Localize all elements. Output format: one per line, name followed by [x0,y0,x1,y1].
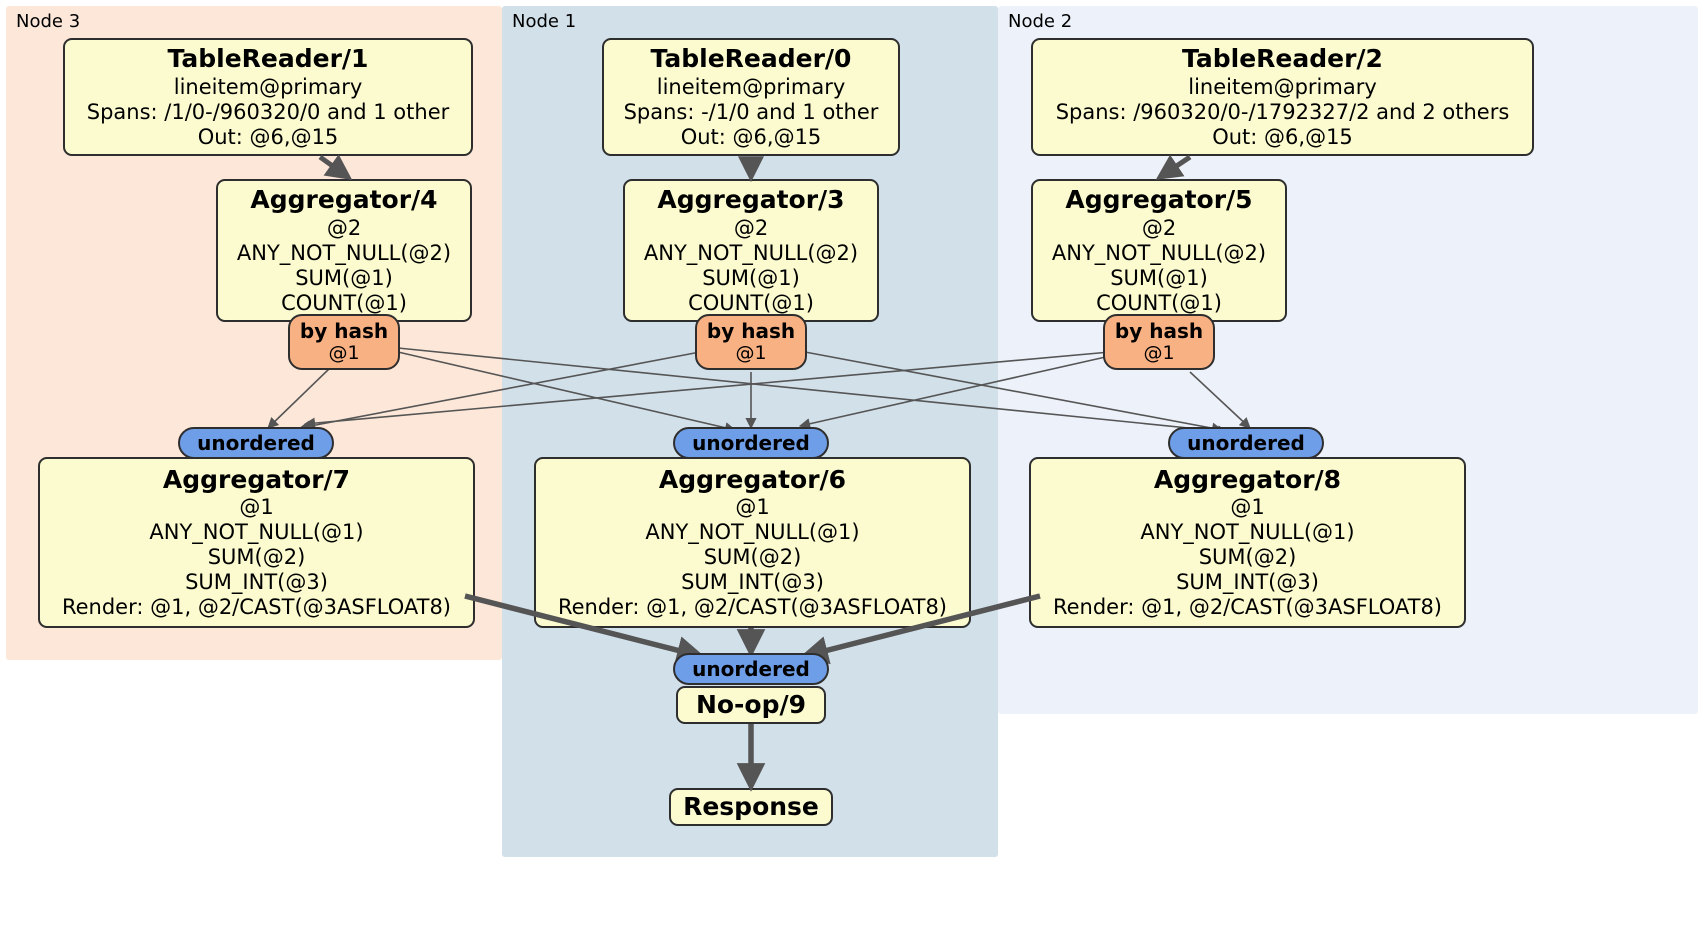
processor-aggregator-7[interactable]: Aggregator/7 @1 ANY_NOT_NULL(@1) SUM(@2)… [38,457,475,628]
processor-line: lineitem@primary [1188,74,1377,99]
processor-title: TableReader/2 [1182,44,1383,74]
processor-line: Out: @6,@15 [1212,124,1353,149]
processor-line: Spans: /1/0-/960320/0 and 1 other [86,99,450,124]
processor-line: SUM(@1) [295,265,393,290]
router-title: by hash [1114,318,1204,343]
processor-title: Aggregator/7 [162,464,351,494]
router-title: unordered [197,430,315,455]
processor-aggregator-3[interactable]: Aggregator/3 @2 ANY_NOT_NULL(@2) SUM(@1)… [623,179,879,322]
node-panel-label-node1: Node 1 [512,11,577,32]
router-subtitle: @1 [735,341,767,364]
processor-line: ANY_NOT_NULL(@2) [236,240,452,265]
processor-line: ANY_NOT_NULL(@1) [1140,520,1355,545]
processor-aggregator-5[interactable]: Aggregator/5 @2 ANY_NOT_NULL(@2) SUM(@1)… [1031,179,1287,322]
processor-line: Render: @1, @2/CAST(@3ASFLOAT8) [61,595,452,620]
node-panel-label-node3: Node 3 [16,11,81,32]
processor-title: Aggregator/3 [657,185,845,215]
processor-line: Render: @1, @2/CAST(@3ASFLOAT8) [1052,595,1443,620]
processor-response[interactable]: Response [669,788,833,826]
router-by-hash-right[interactable]: by hash @1 [1103,314,1215,370]
processor-line: SUM(@1) [702,265,800,290]
processor-line: SUM(@2) [703,545,802,570]
processor-line: ANY_NOT_NULL(@1) [149,520,364,545]
processor-line: Render: @1, @2/CAST(@3ASFLOAT8) [557,595,948,620]
router-title: by hash [706,318,796,343]
router-title: unordered [692,430,810,455]
router-title: unordered [1187,430,1305,455]
processor-title: No-op/9 [695,689,807,719]
processor-title: TableReader/0 [650,44,852,74]
router-subtitle: @1 [1143,341,1175,364]
processor-line: Spans: -/1/0 and 1 other [623,99,879,124]
processor-line: SUM_INT(@3) [185,570,328,595]
processor-noop-9[interactable]: No-op/9 [676,686,826,724]
router-unordered-right[interactable]: unordered [1168,427,1324,459]
processor-line: SUM_INT(@3) [1176,570,1319,595]
processor-line: Out: @6,@15 [680,124,822,149]
processor-line: lineitem@primary [173,74,363,99]
node-panel-label-node2: Node 2 [1008,11,1073,32]
router-subtitle: @1 [328,341,360,364]
processor-title: TableReader/1 [167,44,369,74]
processor-line: @2 [326,215,362,240]
processor-title: Response [683,791,819,821]
processor-line: lineitem@primary [656,74,846,99]
processor-line: COUNT(@1) [1096,290,1222,315]
processor-line: ANY_NOT_NULL(@2) [1051,240,1267,265]
processor-line: SUM(@1) [1110,265,1208,290]
router-by-hash-left[interactable]: by hash @1 [288,314,400,370]
router-title: by hash [299,318,389,343]
processor-line: COUNT(@1) [688,290,814,315]
processor-line: Out: @6,@15 [197,124,339,149]
processor-line: SUM(@2) [1198,545,1297,570]
processor-line: @1 [239,495,274,520]
processor-title: Aggregator/5 [1065,185,1253,215]
processor-title: Aggregator/8 [1153,464,1342,494]
router-unordered-left[interactable]: unordered [178,427,334,459]
router-unordered-final[interactable]: unordered [673,653,829,685]
router-title: unordered [692,656,810,681]
processor-title: Aggregator/6 [658,464,847,494]
processor-line: @2 [1141,215,1177,240]
processor-line: ANY_NOT_NULL(@1) [645,520,860,545]
processor-table-reader-0[interactable]: TableReader/0 lineitem@primary Spans: -/… [602,38,900,156]
router-unordered-center[interactable]: unordered [673,427,829,459]
processor-table-reader-2[interactable]: TableReader/2 lineitem@primary Spans: /9… [1031,38,1534,156]
processor-line: SUM_INT(@3) [681,570,824,595]
processor-aggregator-4[interactable]: Aggregator/4 @2 ANY_NOT_NULL(@2) SUM(@1)… [216,179,472,322]
processor-line: @1 [735,495,770,520]
processor-line: Spans: /960320/0-/1792327/2 and 2 others [1055,99,1510,124]
processor-aggregator-8[interactable]: Aggregator/8 @1 ANY_NOT_NULL(@1) SUM(@2)… [1029,457,1466,628]
router-by-hash-center[interactable]: by hash @1 [695,314,807,370]
processor-table-reader-1[interactable]: TableReader/1 lineitem@primary Spans: /1… [63,38,473,156]
processor-line: COUNT(@1) [281,290,407,315]
processor-aggregator-6[interactable]: Aggregator/6 @1 ANY_NOT_NULL(@1) SUM(@2)… [534,457,971,628]
processor-line: @1 [1230,495,1265,520]
processor-line: ANY_NOT_NULL(@2) [643,240,859,265]
processor-line: SUM(@2) [207,545,306,570]
processor-title: Aggregator/4 [250,185,438,215]
processor-line: @2 [733,215,769,240]
